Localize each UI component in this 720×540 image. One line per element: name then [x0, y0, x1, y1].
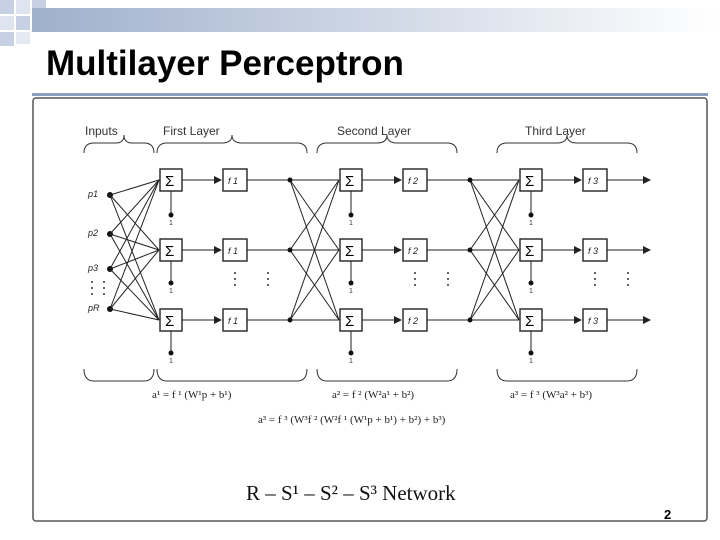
transfer-label: f 3	[588, 316, 598, 326]
neuron: Σ f 1	[159, 308, 293, 356]
weights-layer1	[109, 179, 160, 321]
mlp-diagram: Inputs First Layer Second Layer Third La…	[32, 97, 708, 522]
transfer-label: f 3	[588, 246, 598, 256]
sum-symbol: Σ	[165, 173, 174, 190]
neuron: Σ f 1	[159, 168, 293, 218]
bias-one-label: 1	[169, 358, 173, 365]
slide-title: Multilayer Perceptron	[46, 44, 404, 83]
layer-2-neurons: Σ f 2 Σ f 2 Σ f 2	[339, 168, 473, 356]
equation-layer2: a² = f ² (W²a¹ + b²)	[332, 389, 414, 401]
transfer-label: f 2	[408, 246, 418, 256]
weights-layer2	[289, 179, 340, 321]
bias-one-label: 1	[529, 220, 533, 227]
weights-layer3	[469, 179, 520, 321]
header-inputs: Inputs	[85, 124, 118, 138]
equation-full: a³ = f ³ (W³f ² (W²f ¹ (W¹p + b¹) + b²) …	[258, 414, 446, 426]
sum-symbol: Σ	[525, 173, 534, 190]
transfer-label: f 2	[408, 176, 418, 186]
input-label-p1: p1	[87, 189, 98, 199]
bias-one-label: 1	[169, 220, 173, 227]
input-label-pr: pR	[87, 303, 100, 313]
sum-symbol: Σ	[345, 173, 354, 190]
figure-border	[32, 97, 708, 522]
bias-one-label: 1	[349, 288, 353, 295]
sum-symbol: Σ	[165, 313, 174, 330]
transfer-label: f 2	[408, 316, 418, 326]
title-rule	[32, 93, 708, 96]
neuron: Σ f 2	[339, 308, 473, 356]
bottom-brackets	[83, 368, 638, 382]
sum-symbol: Σ	[345, 243, 354, 260]
bias-one-label: 1	[529, 288, 533, 295]
network-label: R – S¹ – S² – S³ Network	[246, 481, 456, 505]
layer-1-neurons: Σ f 1 Σ f 1 Σ f 1	[159, 168, 293, 356]
neuron: Σ f 3	[519, 308, 651, 356]
neuron: Σ f 3	[519, 238, 651, 286]
bias-one-label: 1	[349, 358, 353, 365]
transfer-label: f 1	[228, 176, 238, 186]
sum-symbol: Σ	[525, 313, 534, 330]
input-label-p3: p3	[87, 263, 98, 273]
transfer-label: f 3	[588, 176, 598, 186]
input-ellipsis	[91, 281, 105, 295]
neuron: Σ f 2	[339, 168, 473, 218]
header-first-layer: First Layer	[163, 124, 220, 138]
transfer-label: f 1	[228, 246, 238, 256]
bias-one-label: 1	[529, 358, 533, 365]
input-nodes	[107, 192, 113, 312]
neuron: Σ f 3	[519, 168, 651, 218]
sum-symbol: Σ	[345, 313, 354, 330]
bias-one-label: 1	[169, 288, 173, 295]
sum-symbol: Σ	[165, 243, 174, 260]
sum-symbol: Σ	[525, 243, 534, 260]
bias-one-label: 1	[349, 220, 353, 227]
page-number: 2	[664, 507, 672, 522]
header-second-layer: Second Layer	[337, 124, 411, 138]
top-gradient-bar	[32, 8, 720, 32]
transfer-label: f 1	[228, 316, 238, 326]
input-label-p2: p2	[87, 228, 98, 238]
neuron: Σ f 2	[339, 238, 473, 286]
header-brackets	[83, 134, 638, 154]
row-ellipses	[234, 272, 629, 286]
neuron: Σ f 1	[159, 238, 293, 286]
bias-labels: 1 1 1 1 1 1 1 1 1	[169, 220, 533, 365]
layer-3-neurons: Σ f 3 Σ f 3 Σ f 3	[519, 168, 651, 356]
equation-layer1: a¹ = f ¹ (W¹p + b¹)	[152, 389, 232, 401]
header-third-layer: Third Layer	[525, 124, 586, 138]
equation-layer3: a³ = f ³ (W³a² + b³)	[510, 389, 592, 401]
